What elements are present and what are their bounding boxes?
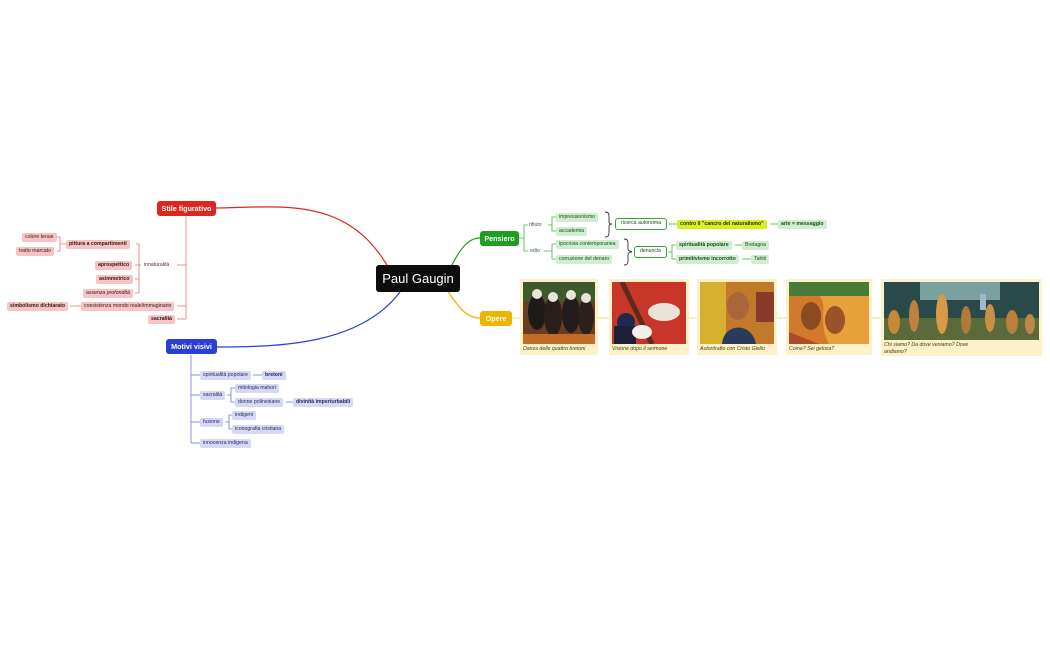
motivi-innocenza-indigena[interactable]: innocenza indigena <box>200 439 251 448</box>
stile-pittura-compartimenti[interactable]: pittura a compartimenti <box>66 240 130 249</box>
motivi-mitologia-mahori[interactable]: mitologia mahori <box>235 384 280 393</box>
pensiero-ricerca-autonoma[interactable]: ricerca autonoma <box>615 218 668 230</box>
pensiero-primitivismo-incorrotto[interactable]: primitivismo incorrotto <box>676 255 739 264</box>
topic-stile-figurativo[interactable]: Stile figurativo <box>157 201 216 216</box>
pensiero-accademia[interactable]: accademia <box>556 227 588 236</box>
motivi-bretoni[interactable]: bretoni <box>262 371 286 380</box>
opera-caption: Come? Sei gelosa? <box>789 346 835 352</box>
opera-caption: Danza delle quattro bretoni <box>523 346 586 352</box>
painting-thumbnail <box>884 282 1039 340</box>
opera-caption: Visione dopo il sermone <box>612 346 668 352</box>
stile-simbolismo-dichiarato[interactable]: simbolismo dichiarato <box>7 302 69 311</box>
branch-motivi <box>213 291 401 348</box>
opera-card[interactable]: Chi siamo? Da dove veniamo? Dove andiamo… <box>881 279 1042 356</box>
opera-card[interactable]: Come? Sei gelosa? <box>786 279 872 355</box>
pensiero-arte-messaggio[interactable]: arte = messaggio <box>778 220 827 229</box>
root-topic[interactable]: Paul Gaugin <box>376 265 460 292</box>
pensiero-contro-naturalismo[interactable]: contro il "cancro del naturalismo" <box>677 220 767 229</box>
pensiero-spiritualita-popolare[interactable]: spiritualità popolare <box>676 241 732 250</box>
motivi-sacralita[interactable]: sacralità <box>200 391 226 400</box>
opera-caption: Autoritratto con Cristo Giallo <box>700 346 765 352</box>
stile-sacralita[interactable]: sacralità <box>148 315 176 324</box>
stile-colore-tenue[interactable]: colore tenue <box>22 233 57 242</box>
motivi-fusione[interactable]: fusione <box>200 418 223 427</box>
pensiero-denuncia[interactable]: denuncia <box>634 246 668 258</box>
branch-opere <box>445 287 481 319</box>
opera-card[interactable]: Danza delle quattro bretoni <box>520 279 598 355</box>
stile-aprospettico[interactable]: aprospettico <box>95 261 133 270</box>
topic-motivi-visivi[interactable]: Motivi visivi <box>166 339 217 354</box>
topic-opere[interactable]: Opere <box>480 311 512 326</box>
stile-assenza-profondita[interactable]: assenza profondità <box>83 289 133 298</box>
pensiero-rifiuto[interactable]: rifiuto <box>529 221 542 228</box>
pensiero-odio[interactable]: odio <box>530 247 540 254</box>
motivi-donne-polinesiane[interactable]: donne polinesiane <box>235 398 284 407</box>
opera-caption: Chi siamo? Da dove veniamo? Dove andiamo… <box>884 342 969 355</box>
painting-thumbnail <box>789 282 869 344</box>
opera-card[interactable]: Autoritratto con Cristo Giallo <box>697 279 777 355</box>
branch-stile <box>213 206 401 293</box>
pensiero-tahiti[interactable]: Tahiti <box>751 255 770 264</box>
topic-pensiero[interactable]: Pensiero <box>480 231 519 246</box>
stile-coesistenza[interactable]: coesistenza mondo reale/immaginario <box>81 302 175 311</box>
motivi-divinita-imperturbabili[interactable]: divinità imperturbabili <box>293 398 354 407</box>
motivi-indigeni[interactable]: indigeni <box>232 411 256 420</box>
stile-asimmetrico[interactable]: asimmetrico <box>96 275 133 284</box>
pensiero-bretagna[interactable]: Bretagna <box>742 241 770 250</box>
motivi-spiritualita-popolare[interactable]: spiritualità popolare <box>200 371 251 380</box>
pensiero-ipocrisia-contemporanea[interactable]: ipocrisia contemporanea <box>556 240 619 249</box>
painting-thumbnail <box>700 282 774 344</box>
motivi-iconografia-cristiana[interactable]: iconografia cristiana <box>232 425 285 434</box>
stile-innaturalita[interactable]: innaturalità <box>144 261 170 268</box>
stile-tratto-marcato[interactable]: tratto marcato <box>16 247 55 256</box>
opera-card[interactable]: Visione dopo il sermone <box>609 279 689 355</box>
pensiero-corruzione-denaro[interactable]: corruzione del denaro <box>556 255 613 264</box>
painting-thumbnail <box>612 282 686 344</box>
painting-thumbnail <box>523 282 595 344</box>
pensiero-impressionismo[interactable]: impressionismo <box>556 213 599 222</box>
